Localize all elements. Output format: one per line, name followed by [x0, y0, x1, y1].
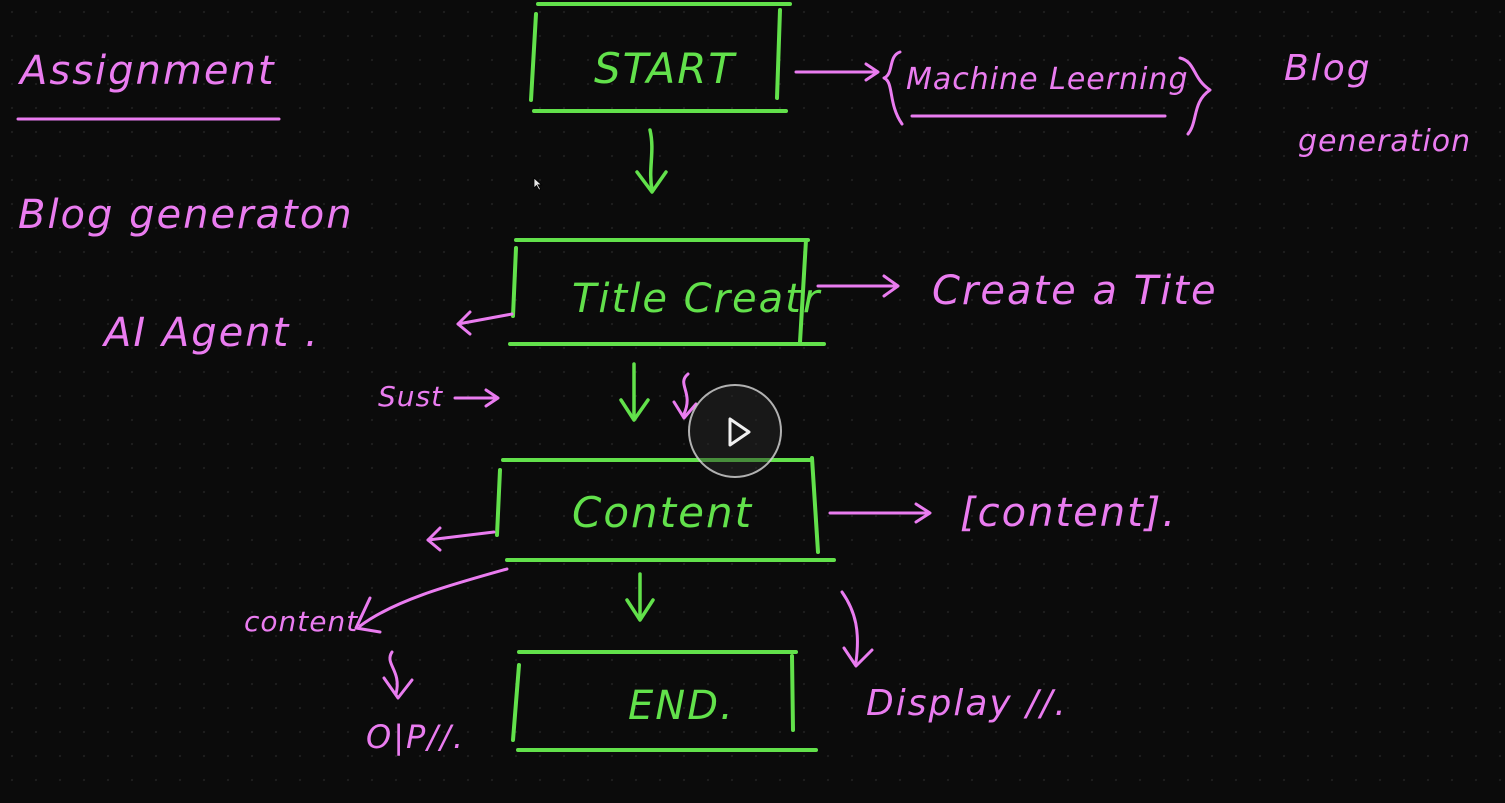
blog-label-line1: Blog [1284, 48, 1372, 89]
topic-text: Blog generaton [18, 192, 354, 238]
play-icon [728, 417, 751, 447]
create-title-text: Create a Tite [932, 268, 1218, 314]
title-creator-label: Title Creatr [572, 276, 822, 322]
output-text: O|P//. [366, 718, 465, 756]
title-creator-box [508, 238, 826, 346]
content-output-text: [content]. [960, 490, 1178, 536]
content-label: Content [572, 488, 754, 537]
subtitle-text: AI Agent . [104, 310, 320, 356]
start-box [529, 2, 792, 113]
end-label: END. [628, 683, 735, 729]
content-side-text: content [244, 605, 359, 638]
end-box [511, 650, 818, 752]
play-button[interactable] [688, 384, 782, 478]
blog-label-line2: generation [1298, 124, 1472, 159]
mouse-cursor-icon [533, 177, 543, 191]
sust-text: Sust [378, 380, 444, 413]
display-text: Display //. [866, 683, 1068, 724]
start-label: START [594, 44, 737, 93]
input-topic-text: Machine Leerning [906, 62, 1189, 97]
assignment-heading: Assignment [20, 48, 276, 94]
